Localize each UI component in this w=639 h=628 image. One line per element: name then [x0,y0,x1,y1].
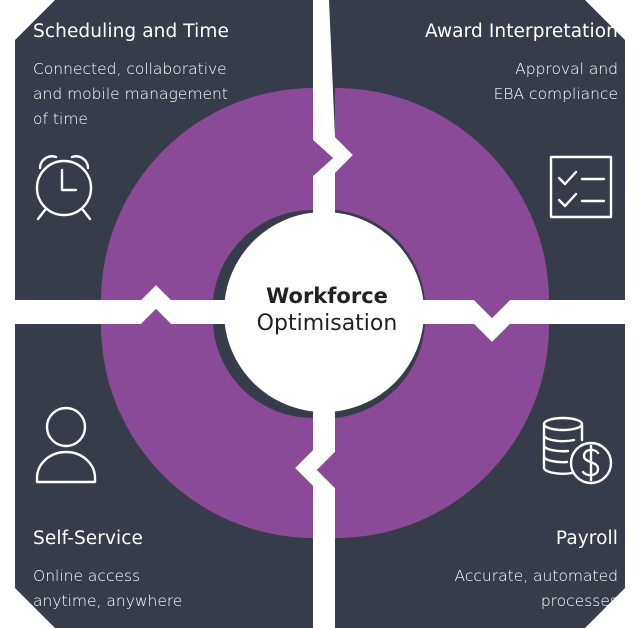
ring-segment-bottom-right [317,324,550,539]
scheduling-desc-line: and mobile management [33,85,228,103]
award-title: Award Interpretation [424,21,618,42]
payroll-desc-line: Accurate, automated [454,567,618,585]
payroll-description: Accurate, automated processes [358,564,618,614]
checklist-icon [549,155,613,219]
payroll-desc-line: processes [540,592,618,610]
ring-segment-top-right [335,87,549,318]
scheduling-title: Scheduling and Time [33,21,229,42]
center-title-bold: Workforce [266,284,388,308]
user-icon [35,406,97,484]
award-desc-line: EBA compliance [493,85,618,103]
self-service-title: Self-Service [33,528,144,549]
award-description: Approval and EBA compliance [358,57,618,107]
award-desc-line: Approval and [515,60,618,78]
self-service-desc-line: Online access [33,567,141,585]
self-service-desc-line: anytime, anywhere [33,592,183,610]
scheduling-desc-line: of time [33,110,88,128]
payroll-title: Payroll [555,528,618,549]
center-label: Workforce Optimisation [212,282,442,338]
center-circle [224,212,424,412]
ring-segment-top-left [101,88,333,300]
scheduling-desc-line: Connected, collaborative [33,60,227,78]
scheduling-description: Connected, collaborative and mobile mana… [33,57,293,132]
center-title-light: Optimisation [256,311,398,336]
ring-segment-bottom-left [100,309,313,538]
self-service-description: Online access anytime, anywhere [33,564,293,614]
coins-dollar-icon [542,416,613,485]
alarm-clock-icon [35,155,93,221]
